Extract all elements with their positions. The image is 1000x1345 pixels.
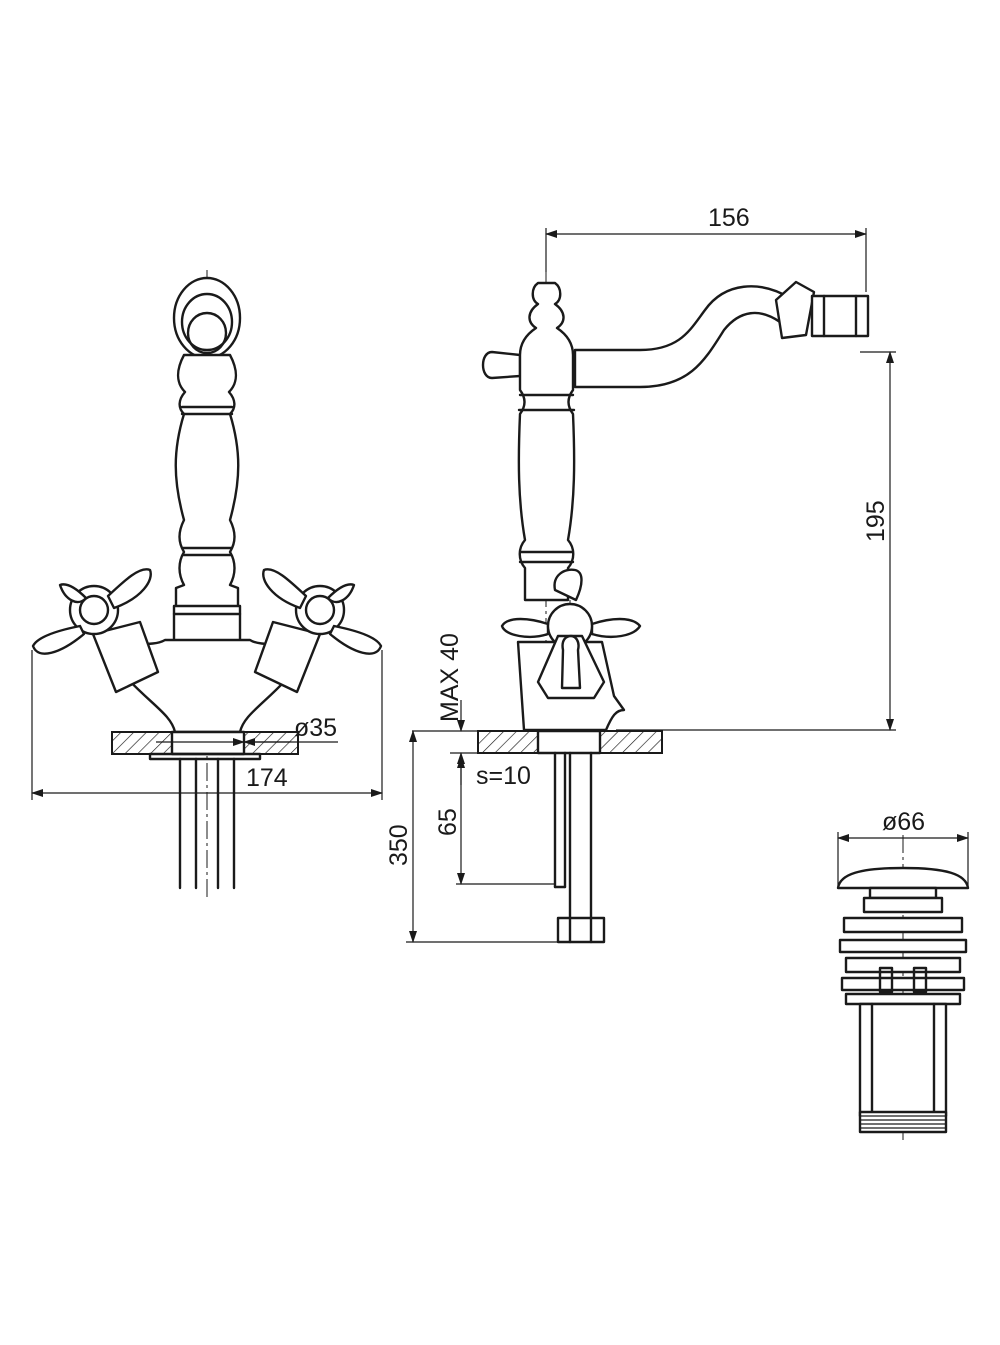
side-view — [477, 270, 870, 944]
waste-view: ø66 — [836, 808, 970, 1140]
front-dimensions: 174 ø35 — [31, 650, 383, 800]
dimension-overall-reach: 156 — [708, 204, 750, 232]
dimension-waste-diameter: ø66 — [882, 808, 925, 836]
side-dimensions: 156 195 MAX 40 s=10 65 350 — [385, 204, 896, 943]
dimension-shank-length: 65 — [434, 808, 462, 836]
dimension-max-deck-thickness: MAX 40 — [436, 633, 464, 722]
dimension-hose-length: 350 — [385, 824, 413, 866]
dimension-hole-diameter: ø35 — [294, 714, 337, 742]
dimension-overall-width: 174 — [246, 764, 288, 792]
dimension-plate-thickness: s=10 — [476, 762, 531, 790]
front-view — [31, 270, 383, 900]
dimension-spout-height: 195 — [862, 500, 890, 542]
